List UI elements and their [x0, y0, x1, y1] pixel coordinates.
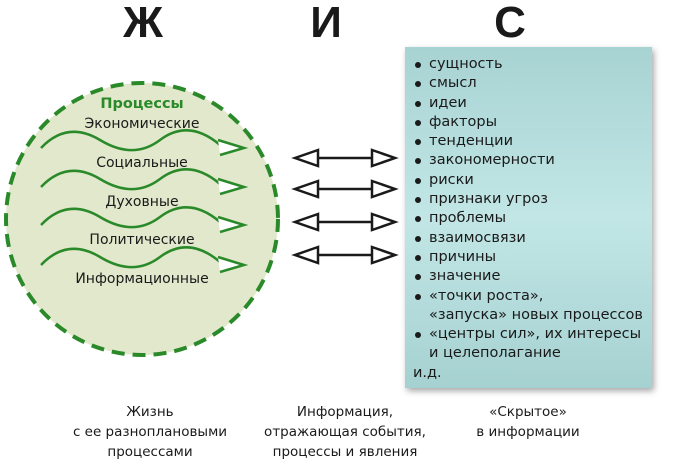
caption-line: отражающая события,: [264, 424, 426, 440]
list-item: сущность: [413, 55, 652, 74]
list-item: «точки роста»,: [413, 287, 652, 306]
list-item: проблемы: [413, 209, 652, 228]
list-item-continuation: «запуска» новых процессов: [429, 306, 643, 323]
letter-s: С: [494, 0, 526, 47]
list-item: идеи: [413, 94, 652, 113]
process-label: Социальные: [96, 155, 188, 171]
wave-arrow-icon: [40, 246, 249, 274]
caption-line: «Скрытое»: [489, 404, 567, 420]
wave-arrow-icon: [40, 206, 249, 234]
double-arrow-icon: [291, 148, 399, 168]
list-item: признаки угроз: [413, 190, 652, 209]
list-item: «центры сил», их интересы: [413, 325, 652, 344]
process-label: Информационные: [75, 271, 209, 287]
caption-line: с ее разноплановыми: [72, 424, 228, 440]
double-arrow-icon: [291, 179, 399, 199]
list-item: закономерности: [413, 151, 652, 170]
process-label: Политические: [89, 232, 195, 248]
list-item: тенденции: [413, 132, 652, 151]
caption-line: Жизнь: [126, 404, 174, 420]
processes-circle: [4, 81, 280, 357]
processes-title: Процессы: [100, 96, 184, 112]
list-item: взаимосвязи: [413, 229, 652, 248]
process-label: Экономические: [84, 116, 200, 132]
caption-information: Информация, отражающая события, процессы…: [264, 402, 426, 462]
wave-arrow-icon: [40, 168, 249, 196]
list-item: риски: [413, 171, 652, 190]
caption-line: в информации: [476, 424, 580, 440]
caption-life: Жизнь с ее разноплановыми процессами: [73, 402, 227, 462]
letter-zh: Ж: [123, 0, 163, 47]
hidden-info-box: сущность смысл идеи факторы тенденции за…: [405, 47, 652, 388]
caption-line: Информация,: [296, 404, 394, 420]
double-arrow-icon: [291, 245, 399, 265]
caption-line: процессы и явления: [272, 444, 418, 460]
wave-arrows: [40, 129, 249, 274]
process-label: Духовные: [105, 194, 179, 210]
list-item: смысл: [413, 74, 652, 93]
list-item: факторы: [413, 113, 652, 132]
wave-arrow-icon: [40, 129, 249, 157]
double-arrow-icon: [291, 212, 399, 232]
letter-i: И: [310, 0, 342, 47]
list-item-continuation: и целеполагание: [429, 345, 561, 362]
list-item-etc: и.д.: [413, 364, 442, 381]
caption-line: процессами: [107, 444, 193, 460]
double-arrows: [291, 148, 399, 265]
list-item: значение: [413, 267, 652, 286]
caption-hidden: «Скрытое» в информации: [476, 402, 579, 442]
list-item: причины: [413, 248, 652, 267]
